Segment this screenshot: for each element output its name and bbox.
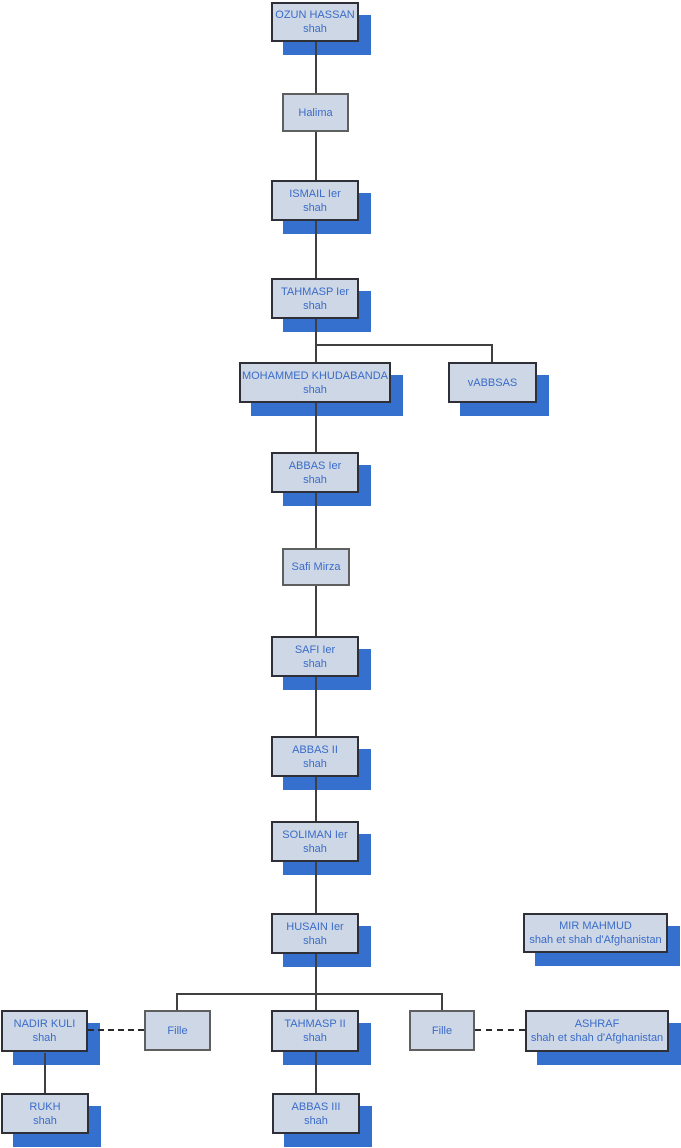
- connector-line: [315, 221, 317, 278]
- node-title: SOLIMAN Ier: [282, 828, 348, 841]
- node-abbas-2[interactable]: ABBAS II shah: [271, 736, 359, 777]
- node-abbas-3[interactable]: ABBAS III shah: [272, 1093, 360, 1134]
- node-fille-2[interactable]: Fille: [409, 1010, 475, 1051]
- connector-line: [44, 1053, 46, 1093]
- node-title: HUSAIN Ier: [286, 920, 344, 933]
- node-subtitle: shah: [304, 1114, 328, 1127]
- node-subtitle: shah et shah d'Afghanistan: [529, 934, 662, 946]
- node-title: vABBSAS: [467, 376, 518, 389]
- node-mohammed-khudabanda[interactable]: MOHAMMED KHUDABANDA shah: [239, 362, 391, 403]
- node-halima[interactable]: Halima: [282, 93, 349, 132]
- node-husain-1[interactable]: HUSAIN Ier shah: [271, 913, 359, 954]
- node-ashraf[interactable]: ASHRAF shah et shah d'Afghanistan: [525, 1010, 669, 1052]
- node-title: ASHRAF: [574, 1018, 620, 1030]
- node-safi-mirza[interactable]: Safi Mirza: [282, 548, 350, 586]
- node-nadir-kuli[interactable]: NADIR KULI shah: [1, 1010, 88, 1052]
- connector-line: [315, 344, 493, 346]
- node-subtitle: shah: [303, 757, 327, 770]
- node-subtitle: shah: [303, 842, 327, 855]
- node-title: TAHMASP Ier: [280, 285, 350, 298]
- node-title: OZUN HASSAN: [275, 9, 355, 21]
- node-subtitle: shah: [303, 1032, 327, 1044]
- marriage-dashed-line: [475, 1029, 525, 1031]
- node-rukh[interactable]: RUKH shah: [1, 1093, 89, 1134]
- connector-line: [315, 132, 317, 180]
- node-vabbsas[interactable]: vABBSAS: [448, 362, 537, 403]
- connector-line: [315, 954, 317, 1010]
- node-title: ABBAS III: [291, 1100, 341, 1113]
- connector-line: [315, 42, 317, 93]
- node-subtitle: shah: [33, 1114, 57, 1127]
- node-fille-1[interactable]: Fille: [144, 1010, 211, 1051]
- connector-line: [176, 993, 178, 1010]
- connector-line: [315, 677, 317, 736]
- connector-line: [315, 1052, 317, 1093]
- connector-line: [441, 993, 443, 1010]
- node-title: Fille: [431, 1024, 453, 1037]
- connector-line: [315, 319, 317, 362]
- node-safi-1[interactable]: SAFI Ier shah: [271, 636, 359, 677]
- node-subtitle: shah: [303, 23, 327, 35]
- node-subtitle: shah: [303, 299, 327, 312]
- node-subtitle: shah: [303, 657, 327, 670]
- node-tahmasp-2[interactable]: TAHMASP II shah: [271, 1010, 359, 1052]
- node-soliman-1[interactable]: SOLIMAN Ier shah: [271, 821, 359, 862]
- node-subtitle: shah: [303, 201, 327, 214]
- connector-line: [315, 403, 317, 452]
- node-subtitle: shah: [303, 934, 327, 947]
- node-abbas-1[interactable]: ABBAS Ier shah: [271, 452, 359, 493]
- node-title: MIR MAHMUD: [559, 920, 632, 932]
- connector-line: [315, 777, 317, 821]
- node-title: Halima: [298, 106, 333, 119]
- node-subtitle: shah: [32, 1032, 57, 1044]
- node-title: TAHMASP II: [284, 1018, 346, 1030]
- node-subtitle: shah: [303, 473, 327, 486]
- marriage-dashed-line: [88, 1029, 144, 1031]
- node-title: ISMAIL Ier: [289, 187, 341, 200]
- connector-line: [315, 862, 317, 913]
- node-title: NADIR KULI: [13, 1018, 76, 1030]
- node-title: MOHAMMED KHUDABANDA: [241, 369, 389, 382]
- node-subtitle: shah et shah d'Afghanistan: [530, 1032, 664, 1044]
- node-title: ABBAS II: [292, 743, 338, 756]
- node-title: SAFI Ier: [294, 643, 336, 656]
- node-title: ABBAS Ier: [288, 459, 342, 472]
- connector-line: [315, 586, 317, 636]
- connector-line: [176, 993, 443, 995]
- node-title: RUKH: [29, 1100, 61, 1113]
- connector-line: [315, 493, 317, 548]
- node-ozun-hassan[interactable]: OZUN HASSAN shah: [271, 2, 359, 42]
- node-title: Safi Mirza: [291, 561, 341, 573]
- node-tahmasp-1[interactable]: TAHMASP Ier shah: [271, 278, 359, 319]
- node-title: Fille: [167, 1024, 188, 1037]
- node-subtitle: shah: [303, 383, 327, 396]
- connector-line: [491, 344, 493, 362]
- node-mir-mahmud[interactable]: MIR MAHMUD shah et shah d'Afghanistan: [523, 913, 668, 953]
- node-ismail-1[interactable]: ISMAIL Ier shah: [271, 180, 359, 221]
